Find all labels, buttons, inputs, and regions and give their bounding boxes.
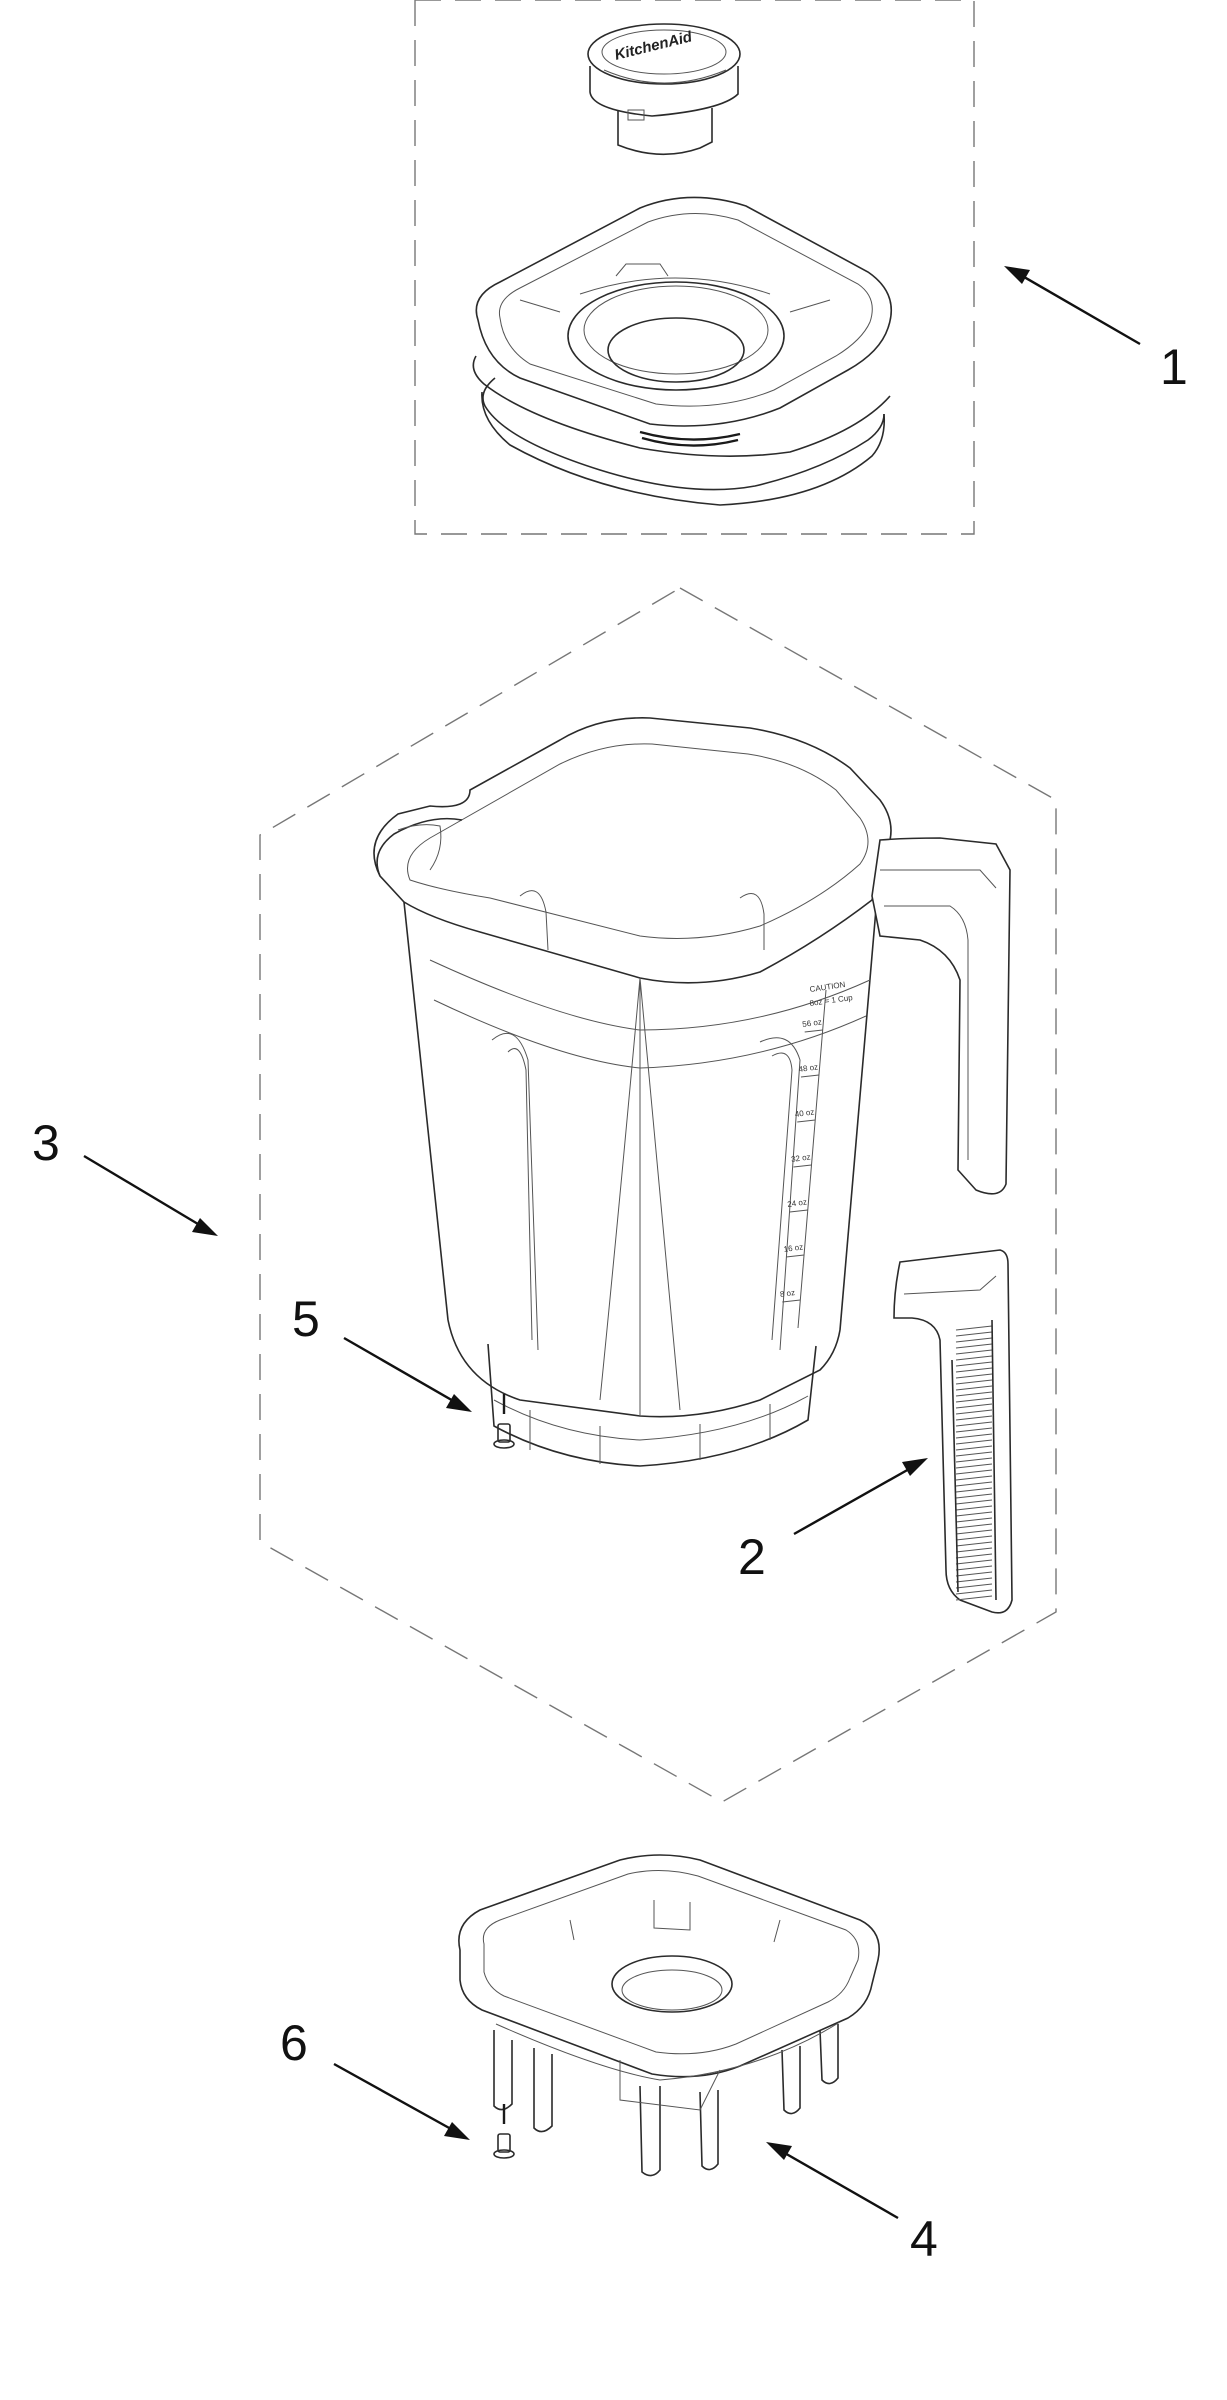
lid-group-dashed-boundary: [414, 0, 975, 535]
grip-rib: [955, 1523, 993, 1529]
callout-6-leader: [333, 2062, 461, 2136]
grip-rib: [955, 1385, 993, 1391]
callout-number-2: 2: [738, 1529, 766, 1585]
grip-rib: [955, 1409, 993, 1415]
grip-rib: [955, 1469, 993, 1475]
scale-tick: [782, 1299, 801, 1303]
grip-rib: [955, 1499, 993, 1505]
scale-tick: [785, 1254, 805, 1258]
grip-rib: [955, 1541, 993, 1547]
scale-mark-label: 24 oz: [787, 1197, 808, 1209]
grip-rib: [955, 1415, 993, 1421]
scale-mark-label: 40 oz: [794, 1107, 815, 1119]
grip-rib: [955, 1337, 993, 1343]
screw-6: [493, 2104, 515, 2159]
jar-group-dashed-boundary: [259, 587, 1057, 1803]
callout-4-arrowhead: [766, 2142, 792, 2160]
grip-rib: [955, 1361, 993, 1367]
jar-lid: [472, 196, 892, 506]
scale-mark-label: 56 oz: [802, 1017, 823, 1029]
grip-rib: [955, 1325, 993, 1331]
grip-rib: [955, 1349, 993, 1355]
jar-base-assembly: [333, 1854, 899, 2220]
scale-tick: [800, 1074, 820, 1078]
grip-rib: [955, 1475, 993, 1481]
grip-rib: [955, 1355, 993, 1361]
grip-rib: [955, 1367, 993, 1373]
grip-rib: [955, 1439, 993, 1445]
scale-mark-label: 8 oz: [779, 1288, 795, 1299]
grip-rib: [955, 1373, 993, 1379]
scale-mark-label: 48 oz: [798, 1062, 819, 1074]
scale-mark-label: 16 oz: [783, 1242, 804, 1254]
grip-rib: [955, 1421, 993, 1427]
callout-number-6: 6: [280, 2015, 308, 2071]
callout-number-1: 1: [1160, 339, 1188, 395]
callout-5-arrowhead: [446, 1394, 472, 1412]
callout-number-3: 3: [32, 1115, 60, 1171]
grip-rib: [955, 1331, 993, 1337]
grip-rib: [955, 1427, 993, 1433]
callout-3-arrowhead: [192, 1218, 218, 1236]
screw-5: [493, 1394, 515, 1449]
callout-number-5: 5: [292, 1291, 320, 1347]
grip-rib: [955, 1445, 993, 1451]
handle-grip: [893, 1249, 1013, 1614]
callout-4-leader: [775, 2146, 899, 2220]
lid-assembly-group: KitchenAid: [414, 0, 1141, 535]
grip-rib: [955, 1529, 993, 1535]
grip-rib: [955, 1505, 993, 1511]
grip-rib: [955, 1547, 993, 1553]
callout-1-leader: [1011, 268, 1141, 346]
grip-rib: [955, 1595, 993, 1601]
scale-mark-label: 32 oz: [791, 1152, 812, 1164]
grip-rib: [955, 1457, 993, 1463]
grip-rib: [955, 1589, 993, 1595]
jar-handle: [871, 837, 1011, 1195]
callout-5-leader: [343, 1336, 463, 1408]
grip-rib: [955, 1463, 993, 1469]
grip-rib: [955, 1487, 993, 1493]
scale-tick: [804, 1029, 823, 1033]
grip-rib: [955, 1583, 993, 1589]
callout-2-leader: [793, 1462, 919, 1536]
grip-rib: [955, 1343, 993, 1349]
grip-rib: [955, 1391, 993, 1397]
callout-3-leader: [83, 1154, 209, 1232]
grip-rib: [955, 1397, 993, 1403]
grip-rib: [955, 1559, 993, 1565]
grip-rib: [955, 1379, 993, 1385]
grip-rib: [955, 1481, 993, 1487]
grip-rib: [955, 1577, 993, 1583]
grip-rib: [955, 1433, 993, 1439]
callout-6-arrowhead: [444, 2122, 470, 2140]
grip-rib: [955, 1403, 993, 1409]
lid-measuring-cap: KitchenAid: [587, 23, 741, 156]
grip-rib: [955, 1517, 993, 1523]
grip-rib: [955, 1511, 993, 1517]
scale-header-2: 8oz = 1 Cup: [809, 993, 854, 1008]
grip-rib: [955, 1553, 993, 1559]
scale-tick: [797, 1119, 816, 1123]
callout-2-arrowhead: [902, 1458, 928, 1476]
callout-1-arrowhead: [1004, 266, 1030, 284]
scale-tick: [789, 1209, 808, 1213]
grip-rib: [955, 1571, 993, 1577]
callout-number-4: 4: [910, 2211, 938, 2267]
grip-rib: [955, 1493, 993, 1499]
grip-rib: [955, 1565, 993, 1571]
grip-rib: [955, 1451, 993, 1457]
scale-tick: [793, 1164, 812, 1168]
grip-rib: [955, 1535, 993, 1541]
